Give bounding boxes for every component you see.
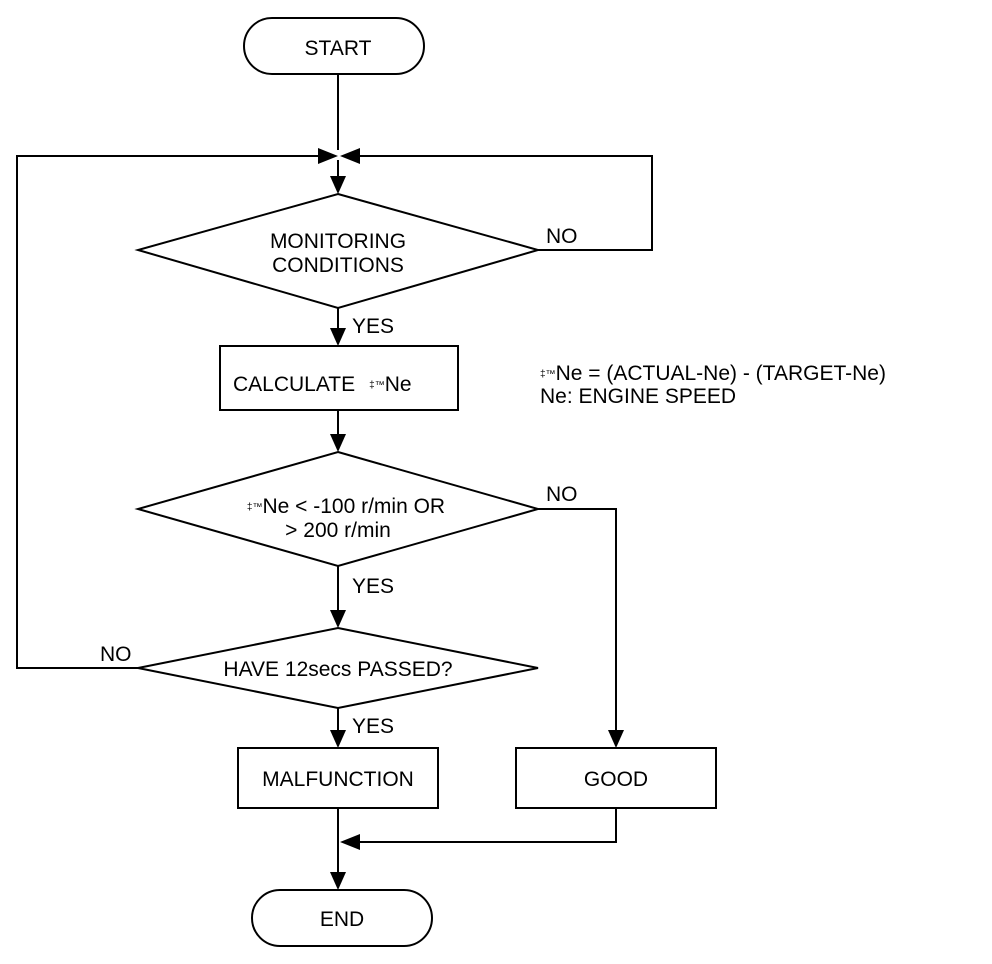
range-symbol: ‡™: [247, 502, 263, 513]
flow-good-to-merge: [356, 808, 617, 843]
result-malfunction: MALFUNCTION: [237, 747, 439, 809]
calculate-prefix: CALCULATE: [233, 373, 355, 396]
end-label: END: [320, 908, 364, 931]
time-no-label: NO: [100, 643, 132, 666]
start-terminal: START: [243, 17, 425, 75]
flow-range-to-good: [538, 508, 617, 732]
result-good: GOOD: [515, 747, 717, 809]
monitoring-yes-label: YES: [352, 315, 394, 338]
arrow-loop-right: [340, 148, 360, 164]
legend-line1-rest: Ne = (ACTUAL-Ne) - (TARGET-Ne): [556, 362, 886, 385]
arrow-loop-left: [318, 148, 338, 164]
range-line1: ‡™Ne < -100 r/min OR: [247, 495, 445, 518]
flow-loop-right: [352, 155, 653, 251]
calculate-symbol: ‡™: [369, 380, 385, 391]
arrow-into-time: [330, 610, 346, 628]
monitoring-no-label: NO: [546, 225, 578, 248]
arrow-into-calculate: [330, 328, 346, 346]
process-calculate: CALCULATE ‡™Ne: [219, 345, 459, 411]
time-label: HAVE 12secs PASSED?: [223, 658, 452, 681]
legend-symbol: ‡™: [540, 369, 556, 380]
decision-monitoring-conditions: MONITORING CONDITIONS: [134, 192, 542, 310]
decision-time-passed: HAVE 12secs PASSED?: [137, 626, 539, 710]
calculate-label: CALCULATE ‡™Ne: [233, 373, 412, 396]
monitoring-line1: MONITORING: [270, 230, 406, 253]
start-label: START: [305, 37, 372, 60]
decision-ne-range: ‡™Ne < -100 r/min OR > 200 r/min: [134, 450, 542, 568]
range-line1-rest: Ne < -100 r/min OR: [262, 495, 445, 518]
arrow-into-end: [330, 872, 346, 890]
range-yes-label: YES: [352, 575, 394, 598]
monitoring-line2: CONDITIONS: [272, 254, 404, 277]
good-label: GOOD: [584, 768, 648, 791]
arrow-into-range: [330, 434, 346, 452]
range-no-label: NO: [546, 483, 578, 506]
flow-loop-left: [16, 155, 324, 669]
legend-line2: Ne: ENGINE SPEED: [540, 385, 736, 408]
range-line2: > 200 r/min: [285, 519, 391, 542]
arrow-into-malfunction: [330, 730, 346, 748]
arrow-into-good: [608, 730, 624, 748]
time-yes-label: YES: [352, 715, 394, 738]
end-terminal: END: [251, 889, 433, 947]
arrow-merge: [340, 834, 360, 850]
legend-line1: ‡™Ne = (ACTUAL-Ne) - (TARGET-Ne): [540, 362, 886, 385]
legend: ‡™Ne = (ACTUAL-Ne) - (TARGET-Ne) Ne: ENG…: [540, 362, 886, 408]
malfunction-label: MALFUNCTION: [262, 768, 414, 791]
arrow-into-monitoring: [330, 176, 346, 194]
calculate-var: Ne: [385, 373, 412, 396]
